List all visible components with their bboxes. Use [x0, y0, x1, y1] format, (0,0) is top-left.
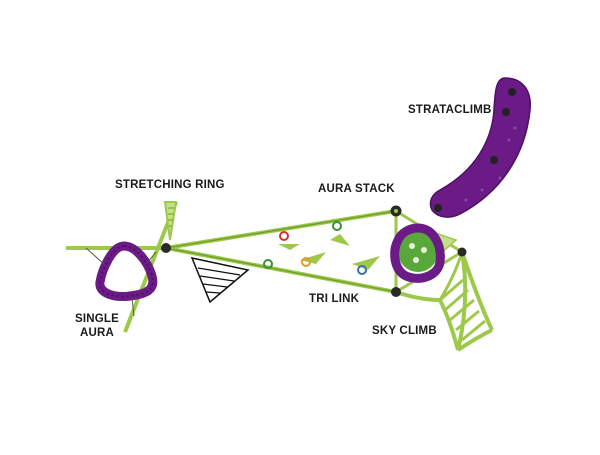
- label-tri-link: TRI LINK: [309, 293, 360, 305]
- label-stretching-ring: STRETCHING RING: [115, 179, 225, 191]
- climbing-hold-icon: [263, 259, 273, 269]
- sky-climb-ladder-icon: [395, 251, 494, 352]
- stretching-ring-flag-icon: [163, 201, 178, 241]
- frame-joints: [161, 205, 467, 297]
- joint: [391, 287, 401, 297]
- joint: [457, 247, 467, 257]
- climbing-hold-icon: [352, 256, 380, 275]
- label-single-aura: SINGLE AURA: [72, 312, 122, 340]
- label-single-aura-line1: SINGLE: [74, 313, 119, 325]
- climbing-holds: [263, 221, 380, 275]
- label-strataclimb: STRATACLIMB: [408, 104, 492, 116]
- single-aura-ring-icon: [85, 241, 158, 317]
- climbing-hold-icon: [278, 231, 300, 250]
- net-icon: [190, 256, 250, 304]
- label-single-aura-line2: AURA: [79, 327, 115, 339]
- strataclimb-wall-icon: [429, 77, 531, 218]
- aura-stack-ring-icon: [390, 223, 458, 283]
- joint: [161, 243, 171, 253]
- climbing-hold-icon: [300, 252, 326, 267]
- climbing-hold-icon: [330, 221, 350, 246]
- label-aura-stack: AURA STACK: [318, 183, 395, 195]
- label-sky-climb: SKY CLIMB: [372, 325, 437, 337]
